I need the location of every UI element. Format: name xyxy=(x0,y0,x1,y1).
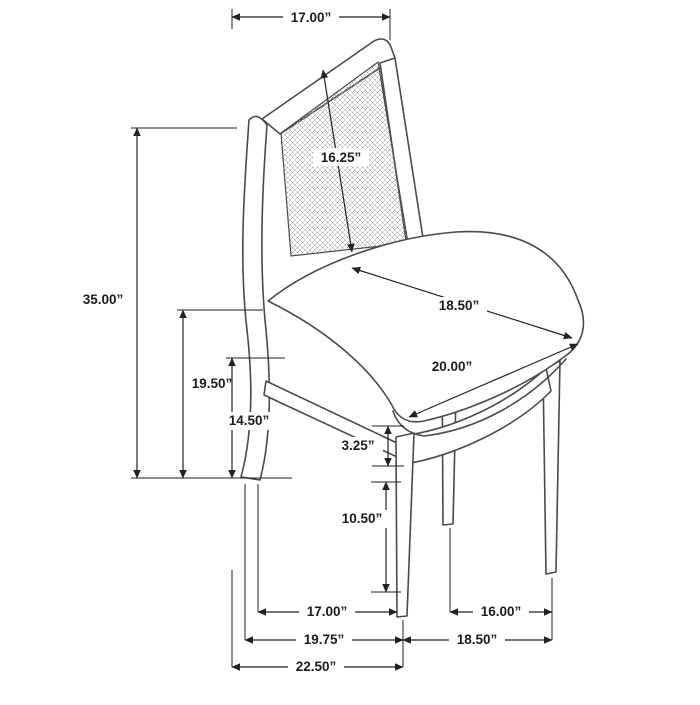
label-backdrop xyxy=(221,412,277,430)
dim-label-footprint-left-inner: 17.00” xyxy=(307,604,348,619)
dimension-footprint-left-inner: 17.00” xyxy=(257,484,398,621)
dimension-stretcher-height: 14.50” xyxy=(221,357,285,479)
label-backdrop xyxy=(296,631,352,649)
label-backdrop xyxy=(299,603,355,621)
label-backdrop xyxy=(473,603,529,621)
dimension-back-width: 17.00” xyxy=(231,8,391,40)
dimension-seat-height: 19.50” xyxy=(177,309,263,479)
label-backdrop xyxy=(424,358,480,376)
dim-label-footprint-overall: 22.50” xyxy=(296,659,337,674)
dim-label-footprint-right-outer: 18.50” xyxy=(457,632,498,647)
dimension-leg-lower-height: 10.50” xyxy=(334,481,401,593)
dim-label-seat-height: 19.50” xyxy=(192,376,233,391)
label-backdrop xyxy=(333,437,383,454)
label-backdrop xyxy=(334,510,390,528)
chair-back-post-left-leg xyxy=(240,115,271,481)
label-backdrop xyxy=(75,291,131,309)
dimension-seat-thickness: 3.25” xyxy=(333,425,404,467)
dimension-footprint-right-outer: 18.50” xyxy=(402,631,553,649)
label-backdrop xyxy=(283,8,339,26)
dim-label-seat-depth: 18.50” xyxy=(439,298,480,313)
dim-label-seat-width: 20.00” xyxy=(432,359,473,374)
label-backdrop xyxy=(449,631,505,649)
dimension-seat-width: 20.00” xyxy=(408,343,579,418)
dimension-footprint-right-inner: 16.00” xyxy=(449,528,553,640)
dim-label-leg-lower-height: 10.50” xyxy=(342,511,383,526)
dim-line-seat-width xyxy=(408,343,579,418)
chair-drawing xyxy=(240,38,585,618)
dim-label-back-panel-height: 16.25” xyxy=(321,150,362,165)
dimension-overall-height: 35.00” xyxy=(75,127,292,479)
dimension-seat-depth: 18.50” xyxy=(351,266,573,340)
dim-label-overall-height: 35.00” xyxy=(83,292,124,307)
label-backdrop xyxy=(431,297,487,315)
chair-front-left-leg xyxy=(395,432,415,618)
label-backdrop xyxy=(313,148,369,166)
label-backdrop xyxy=(288,658,344,676)
label-backdrop xyxy=(184,375,240,393)
dim-label-stretcher-height: 14.50” xyxy=(229,413,270,428)
dim-label-footprint-right-inner: 16.00” xyxy=(481,604,522,619)
dim-label-back-width: 17.00” xyxy=(291,10,332,25)
dim-label-seat-thickness: 3.25” xyxy=(341,438,374,453)
dimension-back-panel-height: 16.25” xyxy=(313,69,369,253)
dimension-footprint-overall: 22.50” xyxy=(231,570,404,676)
dim-label-footprint-left-mid: 19.75” xyxy=(304,632,345,647)
